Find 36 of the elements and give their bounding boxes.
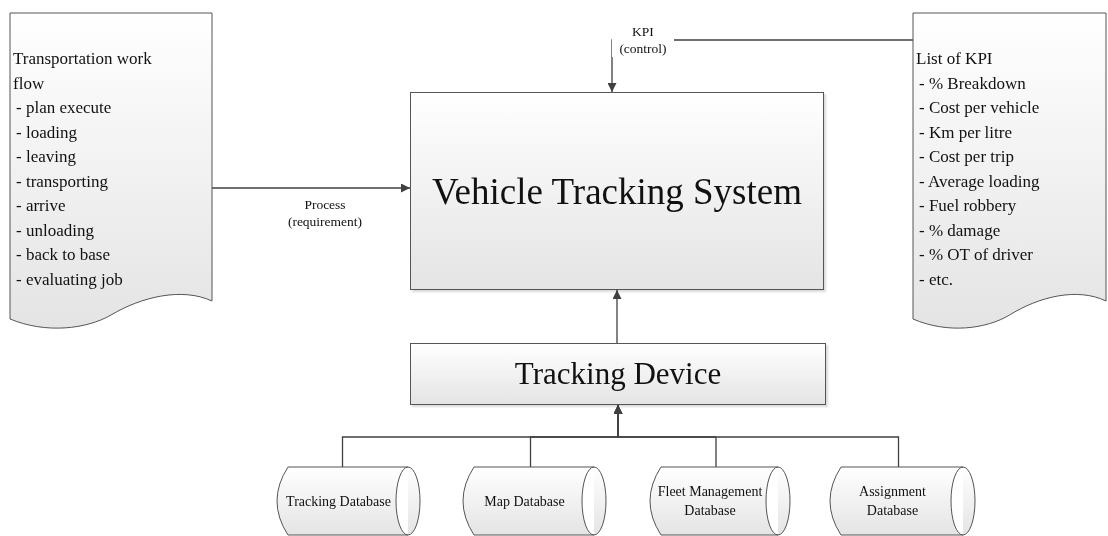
box-title: Vehicle Tracking System [432,169,802,213]
list-item: - etc. [918,268,954,291]
arrow [613,404,900,468]
box-title: Tracking Device [514,356,722,392]
list-item: - plan execute [15,97,113,119]
document-shape [913,13,1106,331]
list-heading: Transportation work flow [13,48,153,95]
database-cylinder [650,467,790,535]
list-item: - unloading [15,219,95,242]
database-label: Tracking Database [286,492,391,511]
list-item: - % damage [918,219,1002,242]
list-item: - loading [15,121,78,144]
process-box [410,343,826,405]
list-item: - Fuel robbery [918,195,1018,217]
list-item: - Cost per trip [918,146,1015,168]
document-shape [10,13,212,331]
arrow [612,289,622,344]
list-item: - transporting [15,170,110,193]
list-item: - evaluating job [15,268,124,291]
database-label: Fleet Management Database [656,483,764,520]
process-box [410,92,824,290]
database-cylinder [830,467,975,535]
arrow [211,183,411,193]
list-item: - % Breakdown [918,72,1027,95]
list-item: - arrive [15,195,67,217]
list-item: - Km per litre [918,121,1013,144]
list-item: - Cost per vehicle [918,97,1040,119]
list-heading: List of KPI [916,48,994,70]
list-item: - % OT of driver [918,244,1034,266]
database-cylinder [277,467,420,535]
list-item: - back to base [15,244,111,266]
database-label: Assignment Database [858,483,927,520]
database-cylinder [463,467,606,535]
list-item: - leaving [15,146,77,168]
database-label: Map Database [484,492,565,511]
list-item: - Average loading [918,170,1040,193]
